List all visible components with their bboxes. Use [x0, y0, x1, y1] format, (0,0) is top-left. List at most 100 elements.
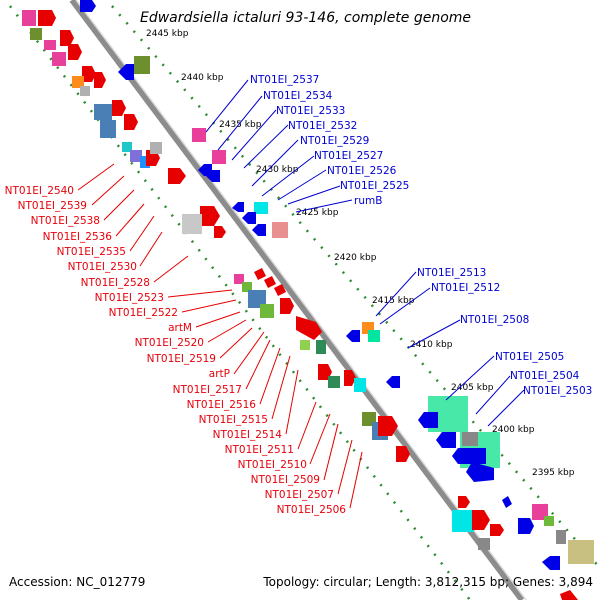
gene-feature[interactable] [316, 340, 326, 354]
gene-feature[interactable] [260, 304, 274, 318]
gene-label[interactable]: NT01EI_2527 [314, 150, 383, 162]
gene-feature[interactable] [544, 516, 554, 526]
gene-feature[interactable] [122, 142, 132, 152]
gene-label[interactable]: NT01EI_2532 [288, 120, 357, 132]
gene-label[interactable]: NT01EI_2506 [277, 504, 347, 516]
gene-feature[interactable] [452, 510, 474, 532]
gene-label[interactable]: NT01EI_2535 [57, 246, 126, 258]
gene-label[interactable]: NT01EI_2516 [187, 399, 257, 411]
gene-label[interactable]: NT01EI_2513 [417, 267, 486, 279]
gene-feature[interactable] [368, 330, 380, 342]
gene-feature[interactable] [72, 76, 84, 88]
gene-label[interactable]: NT01EI_2515 [199, 414, 268, 426]
gene-feature[interactable] [346, 330, 360, 342]
gene-feature[interactable] [452, 448, 486, 464]
gene-feature[interactable] [242, 212, 256, 224]
gene-label[interactable]: NT01EI_2528 [81, 277, 150, 289]
gene-feature[interactable] [274, 284, 286, 296]
gene-feature[interactable] [418, 412, 438, 428]
gene-label[interactable]: NT01EI_2540 [5, 185, 74, 197]
gene-feature[interactable] [80, 0, 96, 12]
gene-label[interactable]: NT01EI_2504 [510, 370, 580, 382]
gene-label[interactable]: NT01EI_2514 [213, 429, 283, 441]
gene-feature[interactable] [254, 268, 266, 280]
gene-feature[interactable] [94, 72, 106, 88]
gene-feature[interactable] [192, 128, 206, 142]
gene-label[interactable]: NT01EI_2526 [327, 165, 397, 177]
gene-feature[interactable] [80, 86, 90, 96]
gene-label[interactable]: artM [168, 322, 192, 334]
gene-label[interactable]: NT01EI_2505 [495, 351, 564, 363]
gene-label[interactable]: NT01EI_2536 [43, 231, 113, 243]
gene-feature[interactable] [182, 214, 202, 234]
gene-feature[interactable] [52, 52, 66, 66]
gene-label[interactable]: NT01EI_2525 [340, 180, 409, 192]
gene-label[interactable]: NT01EI_2534 [263, 90, 333, 102]
gene-feature[interactable] [560, 590, 578, 600]
gene-feature[interactable] [272, 222, 288, 238]
gene-feature[interactable] [542, 556, 560, 570]
gene-feature[interactable] [134, 56, 150, 74]
gene-feature[interactable] [518, 518, 534, 534]
gene-feature[interactable] [140, 156, 150, 168]
gene-feature[interactable] [44, 40, 56, 50]
gene-label[interactable]: NT01EI_2539 [18, 200, 87, 212]
gene-feature[interactable] [100, 120, 116, 138]
gene-feature[interactable] [150, 142, 162, 154]
gene-feature[interactable] [118, 64, 134, 80]
gene-label[interactable]: NT01EI_2519 [147, 353, 216, 365]
gene-feature[interactable] [378, 416, 398, 436]
gene-feature[interactable] [242, 282, 252, 292]
gene-feature[interactable] [168, 168, 186, 184]
gene-label[interactable]: NT01EI_2508 [460, 314, 529, 326]
gene-feature[interactable] [214, 226, 226, 238]
gene-feature[interactable] [436, 432, 456, 448]
gene-feature[interactable] [60, 30, 74, 46]
gene-feature[interactable] [112, 100, 126, 116]
gene-label[interactable]: NT01EI_2533 [276, 105, 345, 117]
gene-label[interactable]: NT01EI_2537 [250, 74, 319, 86]
gene-feature[interactable] [124, 114, 138, 130]
gene-label[interactable]: NT01EI_2511 [225, 444, 294, 456]
gene-label[interactable]: NT01EI_2507 [265, 489, 334, 501]
gene-feature[interactable] [462, 432, 478, 446]
gene-feature[interactable] [82, 66, 96, 82]
gene-feature[interactable] [354, 378, 366, 392]
gene-feature[interactable] [328, 376, 340, 388]
gene-label[interactable]: rumB [354, 195, 382, 207]
gene-feature[interactable] [130, 150, 142, 162]
gene-label[interactable]: NT01EI_2517 [173, 384, 242, 396]
gene-label[interactable]: NT01EI_2512 [431, 282, 500, 294]
gene-feature[interactable] [472, 510, 490, 530]
gene-feature[interactable] [252, 224, 266, 236]
gene-feature[interactable] [490, 524, 504, 536]
gene-feature[interactable] [264, 276, 276, 288]
gene-feature[interactable] [248, 290, 266, 308]
gene-feature[interactable] [478, 538, 490, 550]
gene-feature[interactable] [466, 462, 494, 482]
gene-feature[interactable] [232, 202, 244, 212]
gene-feature[interactable] [94, 104, 112, 120]
gene-feature[interactable] [300, 340, 310, 350]
gene-feature[interactable] [386, 376, 400, 388]
gene-feature[interactable] [234, 274, 244, 284]
gene-label[interactable]: artP [209, 368, 230, 380]
gene-feature[interactable] [254, 202, 268, 214]
gene-label[interactable]: NT01EI_2530 [68, 261, 137, 273]
gene-label[interactable]: NT01EI_2522 [109, 307, 178, 319]
gene-feature[interactable] [22, 10, 36, 26]
gene-feature[interactable] [502, 496, 512, 508]
gene-label[interactable]: NT01EI_2503 [523, 385, 592, 397]
gene-feature[interactable] [280, 298, 294, 314]
gene-feature[interactable] [458, 496, 470, 508]
gene-feature[interactable] [206, 170, 220, 182]
gene-feature[interactable] [200, 206, 220, 226]
gene-feature[interactable] [198, 164, 212, 176]
gene-feature[interactable] [556, 530, 566, 544]
gene-feature[interactable] [344, 370, 356, 386]
gene-label[interactable]: NT01EI_2510 [238, 459, 307, 471]
gene-label[interactable]: NT01EI_2509 [251, 474, 320, 486]
gene-feature[interactable] [212, 150, 226, 164]
gene-feature[interactable] [296, 316, 322, 340]
gene-label[interactable]: NT01EI_2538 [31, 215, 100, 227]
